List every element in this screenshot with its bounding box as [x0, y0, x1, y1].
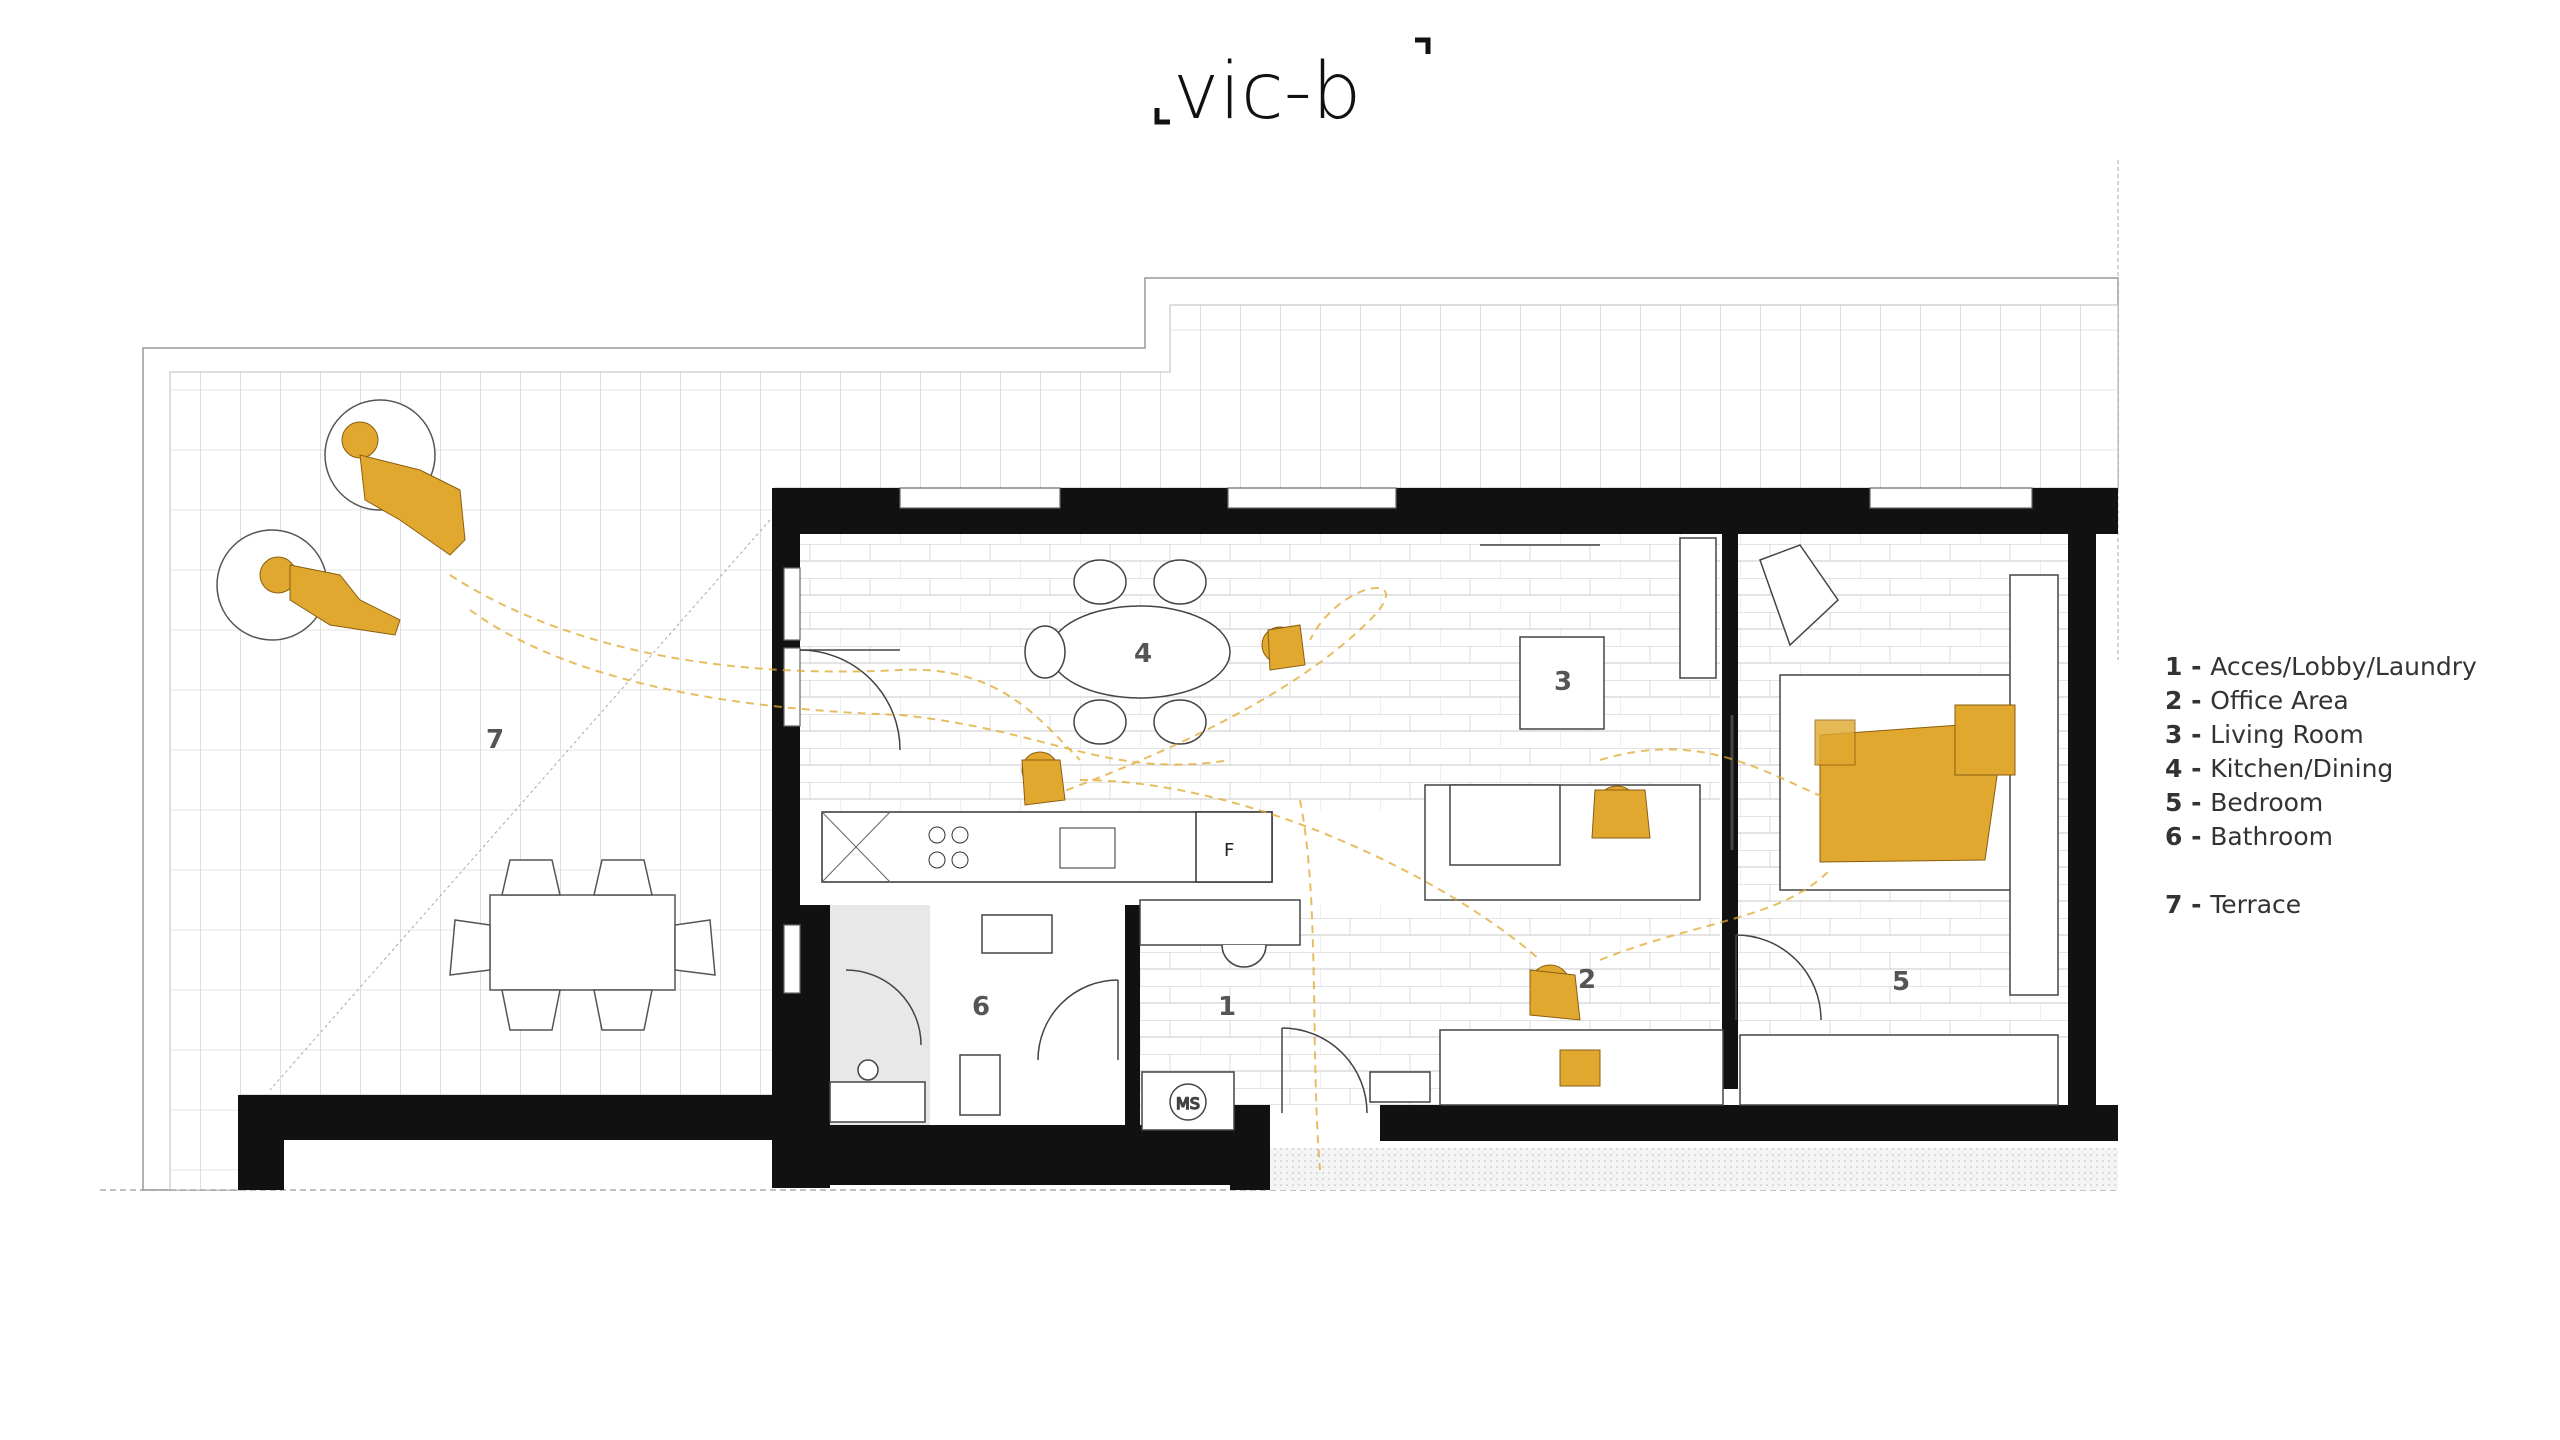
living-room-furniture — [1424, 537, 1717, 901]
logo: vic-b — [1154, 37, 1431, 137]
room-number-5: 5 — [1892, 967, 1910, 997]
fridge-label: F — [1224, 840, 1234, 861]
room-number-2: 2 — [1578, 965, 1596, 995]
room-numbers: 1 2 3 4 5 6 7 — [486, 639, 1910, 1022]
legend-item-3: 3 - Living Room — [2165, 720, 2364, 749]
fridge — [1195, 811, 1273, 883]
people — [259, 421, 2016, 1087]
movement-paths — [449, 574, 1831, 1171]
doors — [799, 649, 1822, 1114]
legend-item-7: 7 - Terrace — [2165, 890, 2302, 919]
dining-table — [1024, 559, 1231, 745]
legend-item-2: 2 - Office Area — [2165, 686, 2349, 715]
room-number-3: 3 — [1554, 667, 1572, 697]
washer — [1169, 1083, 1207, 1121]
legend-item-4: 4 - Kitchen/Dining — [2165, 754, 2394, 783]
legend-item-5: 5 - Bedroom — [2165, 788, 2324, 817]
washer-label: MS — [1176, 1094, 1200, 1113]
interior-floor — [800, 530, 2070, 1125]
room-number-7: 7 — [486, 725, 504, 755]
logo-text: vic-b — [1173, 47, 1361, 137]
lobby-office-fixtures: MS — [1139, 899, 1724, 1131]
room-number-1: 1 — [1218, 992, 1236, 1022]
kitchen: F — [821, 811, 1273, 883]
legend-item-1: 1 - Acces/Lobby/Laundry — [2165, 652, 2477, 681]
bathroom-fixtures — [829, 914, 1053, 1123]
legend: 1 - Acces/Lobby/Laundry 2 - Office Area … — [2165, 650, 2477, 922]
stove — [928, 826, 969, 869]
room-number-4: 4 — [1134, 639, 1152, 669]
sidewalk-strip — [1262, 1148, 2118, 1190]
room-number-6: 6 — [972, 992, 990, 1022]
legend-item-6: 6 - Bathroom — [2165, 822, 2333, 851]
windows — [783, 487, 2033, 994]
